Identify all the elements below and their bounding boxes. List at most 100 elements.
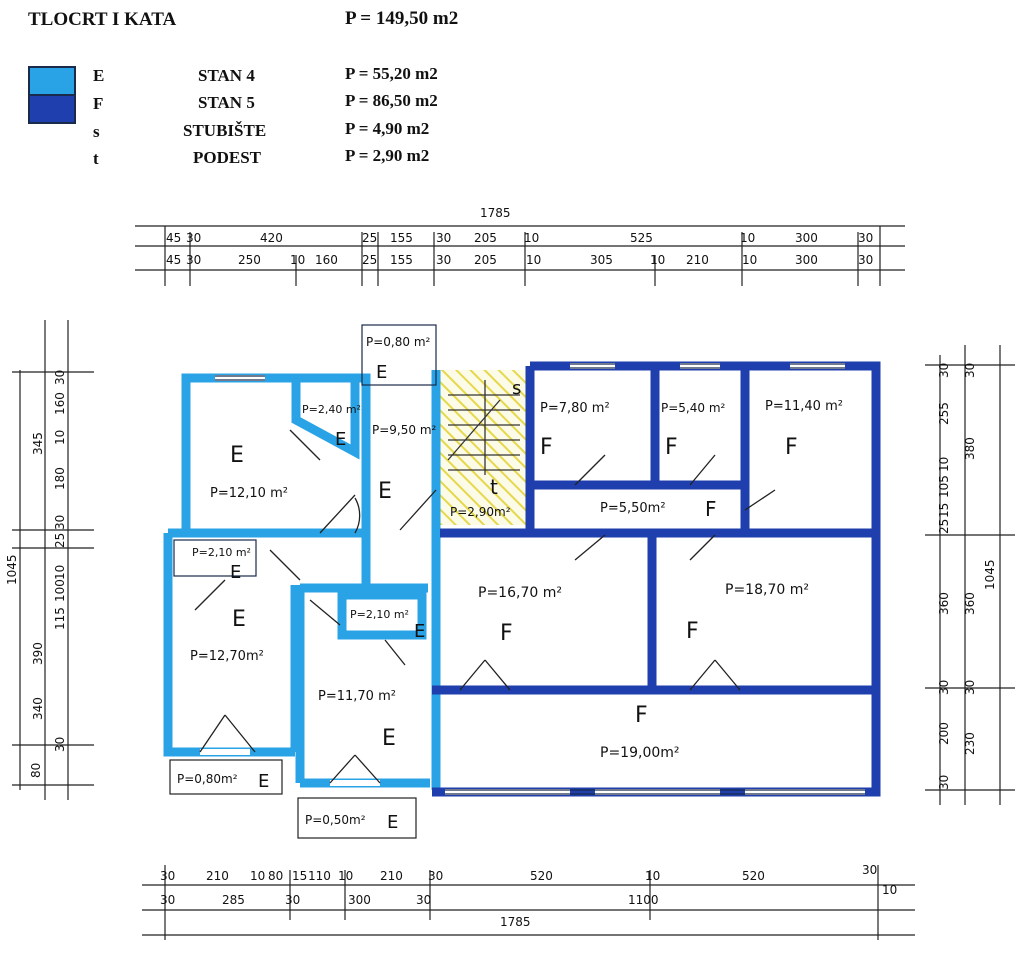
dim-top-r1-2: 420 bbox=[260, 231, 283, 245]
dim-bot-r1-3: 80 bbox=[268, 869, 283, 883]
dim-bot-total: 1785 bbox=[500, 915, 531, 929]
room-e-balcony-top-area: P=0,80 m² bbox=[366, 335, 431, 349]
dim-bot-r1-7: 210 bbox=[380, 869, 403, 883]
legend-swatch-stan5 bbox=[28, 94, 76, 124]
room-f5-label: F bbox=[686, 619, 699, 644]
dim-top-r2-6: 155 bbox=[390, 253, 413, 267]
dim-right-in-1: 255 bbox=[937, 402, 951, 425]
room-f1-label: F bbox=[540, 435, 553, 460]
legend-key-t: t bbox=[93, 149, 99, 168]
dim-top-r2-9: 10 bbox=[526, 253, 541, 267]
room-f2-area: P=5,40 m² bbox=[661, 401, 726, 415]
dim-left-in-5: 25 bbox=[53, 533, 67, 548]
dim-bot-r2-3: 300 bbox=[348, 893, 371, 907]
dim-left-in-2: 10 bbox=[53, 430, 67, 445]
dim-right-in-2: 10 bbox=[937, 457, 951, 472]
dim-right-in-0: 30 bbox=[937, 363, 951, 378]
dim-bot-r1-9: 520 bbox=[530, 869, 553, 883]
legend-area-stan5: P = 86,50 m2 bbox=[345, 91, 438, 110]
dim-bot-r1-2: 10 bbox=[250, 869, 265, 883]
dim-right-mid-2: 360 bbox=[963, 592, 977, 615]
dim-top-r1-3: 25 bbox=[362, 231, 377, 245]
room-e-closet-area: P=2,40 m² bbox=[302, 403, 361, 416]
dim-top-r2-4: 160 bbox=[315, 253, 338, 267]
dim-top-r1-5: 30 bbox=[436, 231, 451, 245]
total-area: P = 149,50 m2 bbox=[345, 8, 459, 29]
dim-right-in-3: 105 bbox=[937, 475, 951, 498]
dim-top-r2-14: 300 bbox=[795, 253, 818, 267]
dim-top-r2-12: 210 bbox=[686, 253, 709, 267]
legend-name-stan5: STAN 5 bbox=[198, 93, 255, 112]
dim-left-in-3: 180 bbox=[53, 467, 67, 490]
dim-right-in-4: 15 bbox=[937, 503, 951, 518]
dim-top-r2-13: 10 bbox=[742, 253, 757, 267]
landing-area: P=2,90m² bbox=[450, 505, 511, 519]
dim-left-in-4: 30 bbox=[53, 515, 67, 530]
legend-name-podest: PODEST bbox=[193, 148, 262, 167]
stair-treads bbox=[447, 380, 520, 475]
plan-title: TLOCRT I KATA bbox=[28, 9, 177, 30]
dim-bot-r1-12: 30 bbox=[862, 863, 877, 877]
legend-key-s: s bbox=[93, 122, 100, 141]
dim-left-in-8: 115 bbox=[53, 607, 67, 630]
dim-top-r2-11: 10 bbox=[650, 253, 665, 267]
legend-name-stubiste: STUBIŠTE bbox=[183, 121, 267, 140]
legend-area-stubiste: P = 4,90 m2 bbox=[345, 119, 430, 138]
legend-key-e: E bbox=[93, 66, 105, 85]
dim-left-mid-1: 390 bbox=[31, 642, 45, 665]
legend-swatch-stan4 bbox=[28, 66, 76, 96]
legend-name-stan4: STAN 4 bbox=[198, 66, 255, 85]
legend-area-podest: P = 2,90 m2 bbox=[345, 146, 430, 165]
room-f4-area: P=16,70 m² bbox=[478, 585, 562, 601]
dim-bot-r1-10: 10 bbox=[645, 869, 660, 883]
dim-left-in-13: 30 bbox=[53, 737, 67, 752]
dim-top-r1-0: 45 bbox=[166, 231, 181, 245]
door-swings bbox=[194, 429, 776, 784]
dim-right-mid-0: 30 bbox=[963, 363, 977, 378]
room-e-balcony-b2-label: E bbox=[387, 812, 398, 833]
dim-bot-r1-1: 210 bbox=[206, 869, 229, 883]
room-f3-area: P=11,40 m² bbox=[765, 399, 843, 414]
room-f4-label: F bbox=[500, 621, 513, 646]
dim-top-r2-1: 30 bbox=[186, 253, 201, 267]
room-e-b-label: E bbox=[232, 607, 246, 632]
legend-key-f: F bbox=[93, 94, 104, 113]
dim-top-r1-7: 10 bbox=[524, 231, 539, 245]
dim-left-mid-2: 340 bbox=[31, 697, 45, 720]
room-e-c-area: P=11,70 m² bbox=[318, 689, 396, 704]
room-e-bath-label: E bbox=[414, 621, 425, 642]
room-e-closet-label: E bbox=[335, 429, 346, 450]
dim-left-in-0: 30 bbox=[53, 370, 67, 385]
room-e-a-area: P=12,10 m² bbox=[210, 486, 288, 501]
dim-top-r2-8: 205 bbox=[474, 253, 497, 267]
dim-top-r1-8: 525 bbox=[630, 231, 653, 245]
stair-label: s bbox=[512, 378, 521, 399]
room-e-balcony-top-label: E bbox=[376, 362, 387, 383]
dim-bot-r1-6: 10 bbox=[338, 869, 353, 883]
dim-bot-r1-5: 110 bbox=[308, 869, 331, 883]
room-e-c-label: E bbox=[382, 726, 396, 751]
room-e-hall-label: E bbox=[378, 479, 392, 504]
dim-bot-r1-4: 15 bbox=[292, 869, 307, 883]
dim-left-in-1: 160 bbox=[53, 392, 67, 415]
dim-left-total: 1045 bbox=[5, 554, 19, 585]
dim-top-r2-0: 45 bbox=[166, 253, 181, 267]
room-e-balcony-b2-area: P=0,50m² bbox=[305, 813, 366, 827]
room-e-hall-area: P=9,50 m² bbox=[372, 423, 437, 437]
room-f-corridor-area: P=5,50m² bbox=[600, 501, 666, 516]
dim-right-in-8: 200 bbox=[937, 722, 951, 745]
room-e-a-label: E bbox=[230, 443, 244, 468]
room-e-balcony-b1-label: E bbox=[258, 771, 269, 792]
room-f3-label: F bbox=[785, 435, 798, 460]
dim-bot-r2-4: 30 bbox=[416, 893, 431, 907]
room-e-b-area: P=12,70m² bbox=[190, 649, 264, 664]
dim-right-in-5: 25 bbox=[937, 519, 951, 534]
dim-top-r2-7: 30 bbox=[436, 253, 451, 267]
dim-top-r1-1: 30 bbox=[186, 231, 201, 245]
dim-bot-r2-5: 1100 bbox=[628, 893, 659, 907]
room-f5-area: P=18,70 m² bbox=[725, 582, 809, 598]
dim-left-in-6: 10 bbox=[53, 565, 67, 580]
dim-left-in-7: 100 bbox=[53, 579, 67, 602]
room-f6-area: P=19,00m² bbox=[600, 745, 680, 761]
